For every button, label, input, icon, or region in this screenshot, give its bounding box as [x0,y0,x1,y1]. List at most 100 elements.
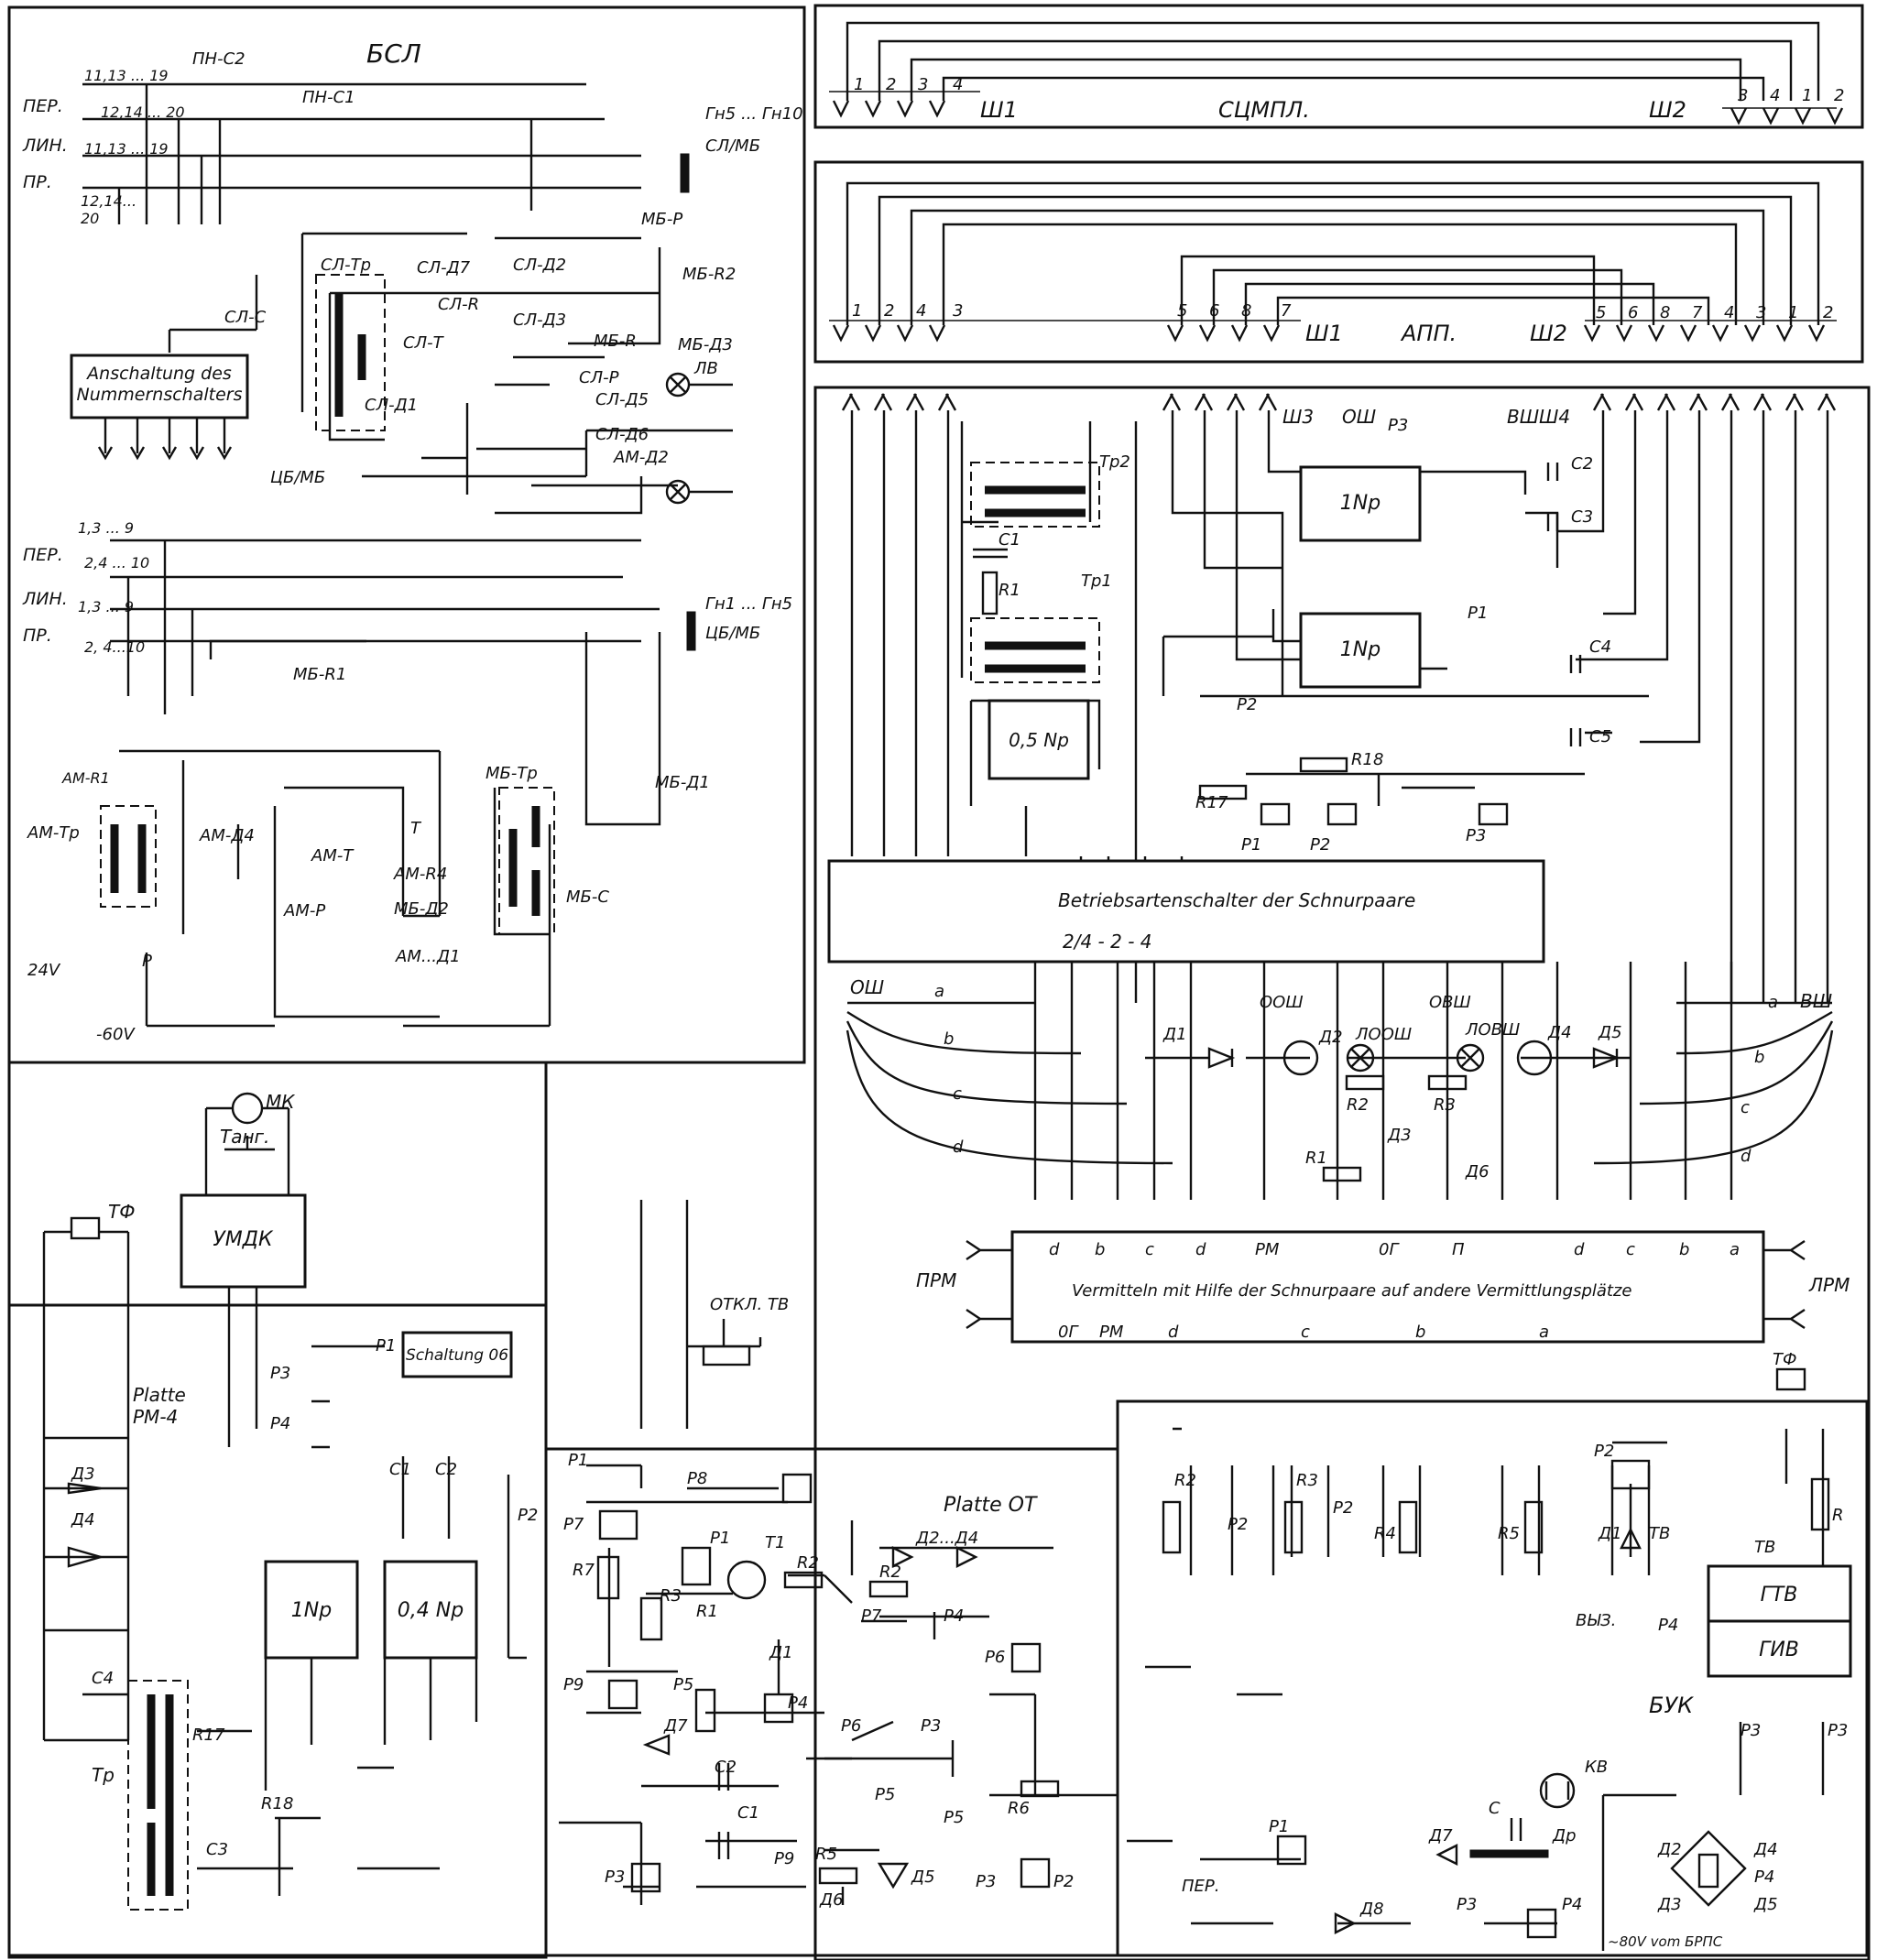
simpl-sh1: Ш1 [980,97,1018,123]
bsl-part-mbr2: МБ-R2 [682,265,736,284]
cord-frame [813,386,1871,1960]
bsl-part-sld3: СЛ-Д3 [513,310,566,330]
np1a-box [1299,465,1422,542]
gtv-label: ГТВ [1761,1584,1798,1606]
cord-wire-d: d [953,1138,964,1157]
app-sh2: Ш2 [1530,321,1567,346]
cord-p2: P2 [1237,695,1257,714]
simpl-title: СЦМПЛ. [1218,97,1310,123]
svg-text:0Г: 0Г [1058,1323,1079,1342]
bsl-part-amd1: АМ...Д1 [395,947,461,966]
lamp-d2: Д2 [1318,1028,1343,1047]
cord-wire-b: b [944,1029,954,1049]
ot-p8a: P8 [687,1469,707,1488]
svg-text:PM: PM [1099,1323,1124,1342]
bsl-part-amr4: АМ-R4 [393,865,447,884]
app-pin-4: 4 [916,301,926,321]
ot-p7b: P7 [861,1606,882,1626]
pm4-r18: R18 [261,1794,293,1813]
bsl-label-pr2: ПР. [23,626,52,646]
simpl-pin-2: 2 [886,75,896,94]
ot-p1a: P1 [568,1451,588,1470]
cord-p1: P1 [1468,604,1488,623]
prm-lrm-connectors [966,1240,1806,1329]
bsl-jack-1: Гн5 ... Гн10 [705,104,803,124]
cord-osh-bottom: ОШ [850,976,884,998]
cord-wire-d2: d [1741,1147,1752,1166]
pm4-c1: C1 [389,1460,411,1479]
bsl-part-mbd1: МБ-Д1 [655,773,710,792]
svg-text:PM: PM [1255,1240,1280,1259]
betriebsarten-modes: 2/4 - 2 - 4 [1063,931,1152,953]
ot-p5b: P5 [875,1785,895,1804]
pm4-tp: Tp [92,1764,115,1786]
pm4-c2: C2 [435,1460,457,1479]
ot-r2a: R2 [797,1553,819,1573]
buk-c: C [1489,1799,1501,1818]
prm-label: ПРМ [916,1269,956,1291]
buk-tv2: ТВ [1754,1538,1775,1557]
app-r-6: 6 [1628,303,1638,322]
bsl-label-per2: ПЕР. [23,545,63,565]
lamp-r1: R1 [1305,1149,1327,1168]
buk-p4c: P4 [1754,1867,1774,1887]
ot-d1: Д1 [769,1643,793,1662]
app-sh1: Ш1 [1305,321,1343,346]
bsl-transformer-am [100,805,157,908]
np1b-box [1299,612,1422,689]
svg-text:a: a [1539,1323,1549,1342]
app-r-4: 4 [1724,303,1734,322]
buk-tf: ТФ [1773,1350,1797,1369]
bsl-part-t: Т [410,819,422,838]
bsl-part-sld1: СЛ-Д1 [365,396,418,415]
ot-p6b: P6 [841,1716,861,1736]
cord-wire-a2: a [1768,993,1778,1012]
simpl-rpin-3: 1 [1802,86,1812,105]
bsl-part-amtr: АМ-Тр [27,823,80,843]
ot-p2: P2 [1053,1872,1074,1891]
np1b-label: 1Np [1340,638,1380,661]
bsl-jack-blocks [680,153,696,651]
simpl-rpin-4: 2 [1834,86,1844,105]
verm-box-p3: P3 [1466,826,1486,845]
lamp-r2: R2 [1347,1095,1369,1115]
ot-p3c: P3 [605,1867,625,1887]
buk-d2: Д2 [1657,1840,1682,1859]
cord-wiring [850,410,1829,1200]
app-r-3: 3 [1756,303,1766,322]
app-mid-8: 8 [1241,301,1251,321]
cord-tr2: Тр2 [1099,452,1130,472]
pm4-p4: P4 [270,1414,290,1433]
ot-p5a: P5 [673,1675,693,1694]
lrm-label: ЛРМ [1808,1274,1850,1296]
bsl-part-mbd2: МБ-Д2 [394,899,449,919]
app-r-5: 5 [1596,303,1606,322]
gtv-box [1707,1564,1852,1623]
app-r-2: 2 [1823,303,1833,322]
app-mid-5: 5 [1177,301,1187,321]
bsl-part-slr: СЛ-R [438,295,479,314]
betriebsarten-label: Betriebsartenschalter der Schnurpaare [1058,889,1415,911]
svg-text:c: c [1301,1323,1310,1342]
buk-dr: Др [1552,1826,1577,1846]
ot-otkl: ОТКЛ. ТВ [710,1295,789,1314]
cord-p3: P3 [1388,416,1408,435]
bsl-pins-3: 11,13 ... 19 [84,140,169,158]
np05-box [988,699,1090,780]
svg-text:0Г: 0Г [1379,1240,1400,1259]
ot-r7: R7 [573,1561,595,1580]
bsl-part-sld5: СЛ-Д5 [595,390,649,409]
bsl-part-pnc2: ПН-С2 [192,49,246,69]
buk-wiring [1127,1427,1825,1951]
bsl-part-slt: СЛ-Т [403,333,445,353]
bsl-part-sld2: СЛ-Д2 [513,256,566,275]
ot-r2b: R2 [879,1563,901,1582]
buk-p2c: P2 [1594,1442,1614,1461]
bsl-title: БСЛ [366,38,421,69]
buk-p4b: P4 [1562,1895,1582,1914]
bsl-pins-1: 11,13 ... 19 [84,67,169,84]
pm4-top-parts [42,1092,290,1740]
pm4-r17: R17 [192,1726,225,1745]
bsl-part-mbr1: МБ-R1 [293,665,346,684]
